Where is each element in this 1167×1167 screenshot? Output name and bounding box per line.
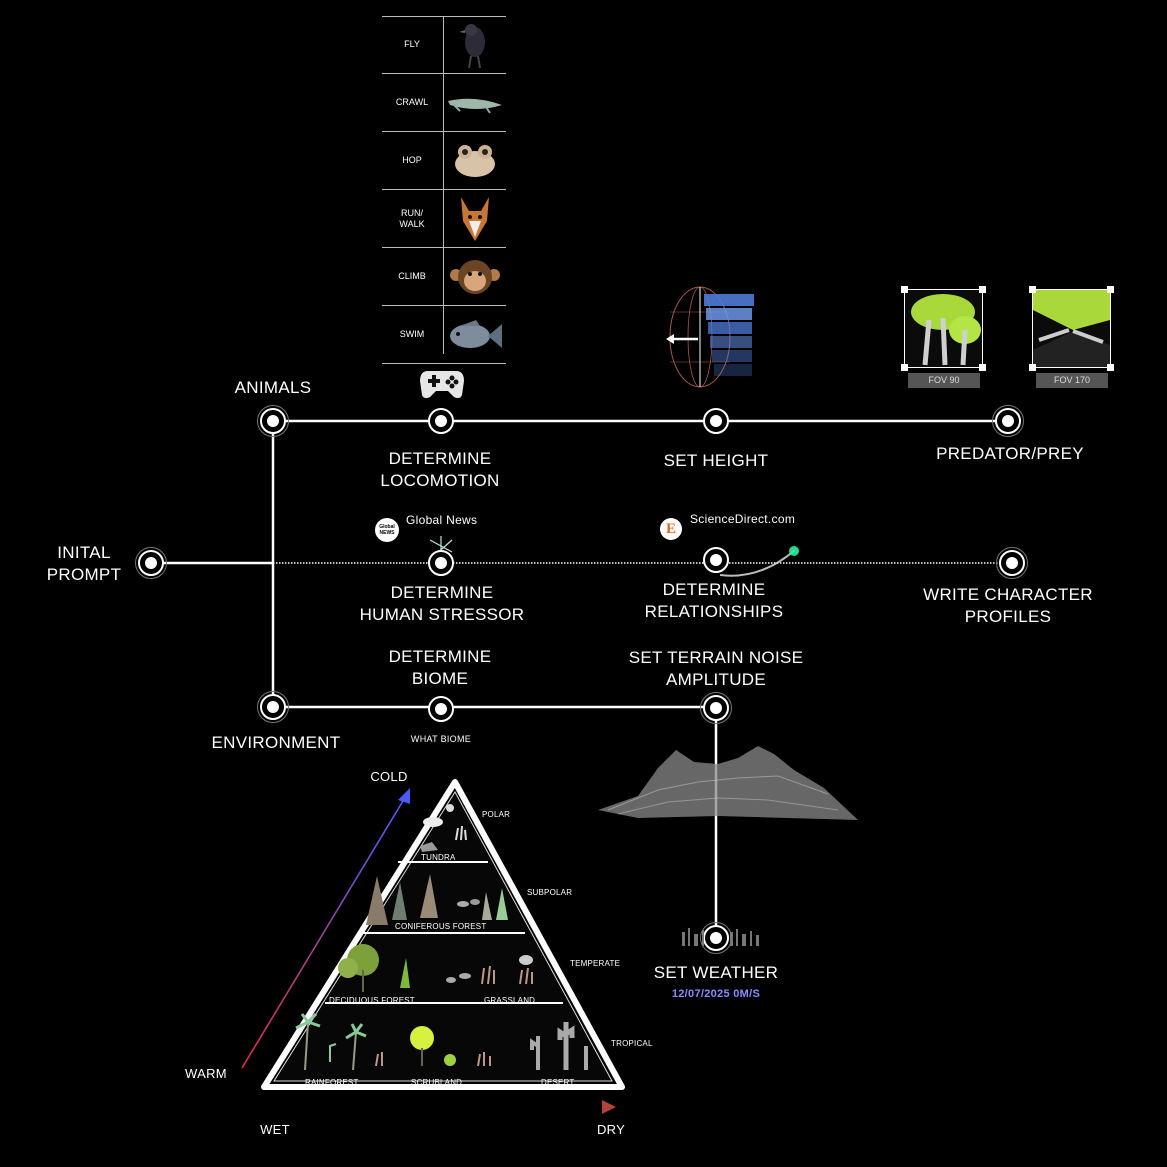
gamepad-icon	[418, 367, 466, 406]
set-height-node[interactable]	[703, 408, 729, 434]
locomotion-label: DETERMINE LOCOMOTION	[380, 449, 500, 490]
table-divider	[443, 16, 444, 354]
predator-prey-node[interactable]	[992, 405, 1024, 437]
locomotion-label: SWIM	[399, 329, 425, 339]
table-row: CLIMB	[382, 248, 506, 306]
wet-label: WET	[260, 1122, 290, 1137]
weather-noise-icon	[678, 926, 762, 961]
fov-90-thumbnail[interactable]	[901, 286, 986, 371]
human-stressor-node[interactable]	[428, 550, 454, 576]
zone-label-subpolar: SUBPOLAR	[527, 888, 573, 897]
weather-label: SET WEATHER	[653, 963, 779, 982]
locomotion-node[interactable]	[428, 408, 454, 434]
monkey-icon	[444, 248, 506, 305]
table-row: CRAWL	[382, 74, 506, 132]
table-row: SWIM	[382, 306, 506, 364]
environment-node[interactable]	[257, 691, 289, 723]
terrain-node[interactable]	[700, 692, 732, 724]
warm-label: WARM	[185, 1066, 227, 1081]
locomotion-label: CLIMB	[398, 271, 426, 281]
set-height-label: SET HEIGHT	[663, 451, 769, 470]
locomotion-table: FLY CRAWL HOP RUN/ WALK CLIMB SWIM	[382, 16, 506, 364]
bird-icon	[444, 16, 506, 73]
zone-label-temperate: TEMPERATE	[570, 959, 621, 968]
sciencedirect-logo: E	[660, 518, 682, 540]
initial-prompt-label: INITAL PROMPT	[46, 543, 122, 584]
animals-node[interactable]	[257, 405, 289, 437]
biome-pyramid	[241, 779, 625, 1114]
cold-label: COLD	[370, 769, 408, 784]
fox-icon	[444, 190, 506, 247]
table-top-border	[382, 16, 506, 17]
relationships-node[interactable]	[703, 547, 729, 573]
dry-label: DRY	[596, 1122, 626, 1137]
terrain-label: SET TERRAIN NOISE AMPLITUDE	[628, 648, 804, 689]
what-biome-label: WHAT BIOME	[410, 734, 472, 744]
initial-prompt-node[interactable]	[135, 547, 167, 579]
biome-label-rainforest: RAINFOREST	[305, 1078, 359, 1087]
animals-label: ANIMALS	[234, 378, 312, 397]
table-row: RUN/ WALK	[382, 190, 506, 248]
zone-label-polar: POLAR	[482, 810, 511, 819]
lizard-icon	[444, 74, 506, 131]
frog-icon	[444, 132, 506, 189]
terrain-mesh-icon	[598, 740, 860, 829]
biome-label-scrubland: SCRUBLAND	[411, 1078, 463, 1087]
human-stressor-label: DETERMINE HUMAN STRESSOR	[359, 583, 525, 624]
fov-170-thumbnail[interactable]	[1029, 286, 1114, 371]
character-profiles-node[interactable]	[996, 547, 1028, 579]
predator-prey-label: PREDATOR/PREY	[936, 444, 1084, 463]
table-row: HOP	[382, 132, 506, 190]
locomotion-label: CRAWL	[395, 97, 429, 107]
locomotion-label: FLY	[404, 39, 420, 49]
fish-icon	[444, 306, 506, 363]
character-profiles-label: WRITE CHARACTER PROFILES	[923, 585, 1093, 626]
biome-label-tundra: TUNDRA	[421, 853, 456, 862]
zone-label-tropical: TROPICAL	[611, 1039, 653, 1048]
global-news-source[interactable]: Global News	[406, 513, 478, 527]
biome-label-desert: DESERT	[541, 1078, 575, 1087]
weather-readout: 12/07/2025 0M/S	[671, 988, 761, 1000]
locomotion-label: HOP	[402, 155, 422, 165]
relationships-label: DETERMINE RELATIONSHIPS	[644, 580, 784, 621]
fov-170-label: FOV 170	[1036, 373, 1108, 388]
fov-90-label: FOV 90	[908, 373, 980, 388]
biome-label-grassland: GRASSLAND	[484, 996, 536, 1005]
global-news-logo: Global NEWS	[375, 518, 399, 542]
table-row: FLY	[382, 16, 506, 74]
height-gauge-icon	[664, 282, 764, 397]
sciencedirect-source[interactable]: ScienceDirect.com	[690, 512, 796, 526]
biome-label: DETERMINE BIOME	[388, 647, 492, 688]
biome-label-coniferous: CONIFEROUS FOREST	[395, 922, 487, 931]
locomotion-label: RUN/ WALK	[399, 207, 425, 229]
biome-label-deciduous: DECIDUOUS FOREST	[329, 996, 415, 1005]
biome-node[interactable]	[428, 696, 454, 722]
environment-label: ENVIRONMENT	[211, 733, 341, 752]
